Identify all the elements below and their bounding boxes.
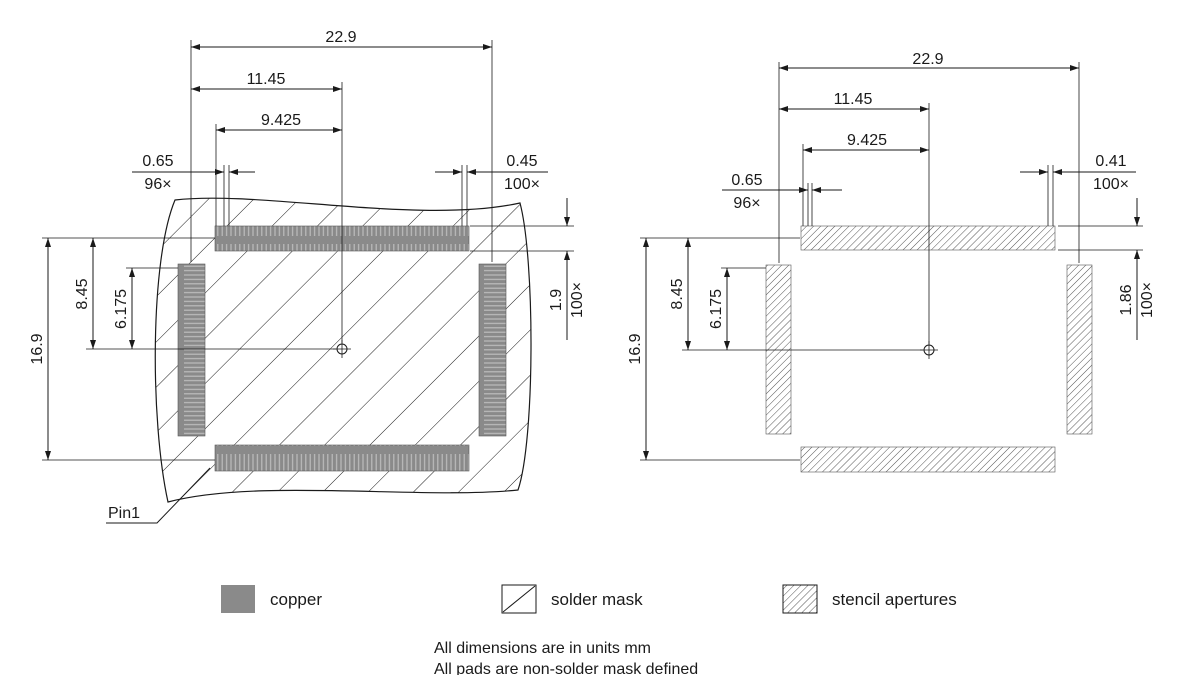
copper-pattern-view: 22.9 11.45 9.425 0.65 96× 0.45 100× (29, 29, 586, 524)
legend-label: solder mask (551, 590, 643, 609)
stencil-swatch (782, 584, 818, 614)
dim-height-total: 16.9 (627, 333, 644, 364)
dim-aperture-width: 0.41 (1095, 153, 1126, 170)
copper-pads-bottom (214, 444, 470, 472)
dim-half-height: 8.45 (669, 278, 686, 309)
copper-swatch (221, 585, 255, 613)
dim-pad-length-count: 100× (569, 282, 586, 318)
legend-label: stencil apertures (832, 590, 957, 609)
dim-width-total: 22.9 (912, 51, 943, 68)
stencil-apertures-right (1066, 264, 1093, 435)
dim-pad-offset-x: 9.425 (847, 132, 887, 149)
legend-label: copper (270, 590, 322, 609)
stencil-apertures-top (800, 225, 1056, 251)
stencil-apertures-left (765, 264, 792, 435)
dim-pad-width-count: 100× (504, 176, 540, 193)
dim-half-width: 11.45 (247, 71, 286, 88)
dim-half-height: 8.45 (74, 278, 91, 309)
dim-pad-offset-y: 6.175 (708, 289, 725, 329)
legend-item-solder-mask: solder mask (501, 584, 643, 614)
legend-item-copper: copper (221, 585, 322, 613)
dim-pad-offset-y: 6.175 (113, 289, 130, 329)
legend-item-stencil-apertures: stencil apertures (782, 584, 957, 614)
note-pads: All pads are non-solder mask defined (434, 661, 698, 675)
dim-height-total: 16.9 (29, 333, 46, 364)
dim-aperture-length: 1.86 (1118, 284, 1135, 315)
dim-width-total: 22.9 (325, 29, 356, 46)
dim-pad-length: 1.9 (548, 289, 565, 311)
note-units: All dimensions are in units mm (434, 640, 651, 657)
dim-pitch-count: 96× (733, 195, 760, 212)
copper-pads-right (478, 263, 507, 437)
stencil-pattern-view: 22.9 11.45 9.425 0.65 96× 0.41 100× 16.9 (627, 51, 1156, 473)
pin1-label: Pin1 (108, 505, 140, 522)
dim-pitch: 0.65 (731, 172, 762, 189)
dim-half-width: 11.45 (834, 91, 873, 108)
dim-pitch-count: 96× (144, 176, 171, 193)
dim-aperture-width-count: 100× (1093, 176, 1129, 193)
dim-pitch: 0.65 (142, 153, 173, 170)
copper-pads-left (177, 263, 206, 437)
legend: copper solder mask stencil apertures (221, 584, 957, 614)
dim-aperture-length-count: 100× (1139, 282, 1156, 318)
notes: All dimensions are in units mm All pads … (434, 640, 698, 675)
dim-pad-width: 0.45 (506, 153, 537, 170)
dim-pad-offset-x: 9.425 (261, 112, 301, 129)
stencil-apertures-bottom (800, 446, 1056, 473)
